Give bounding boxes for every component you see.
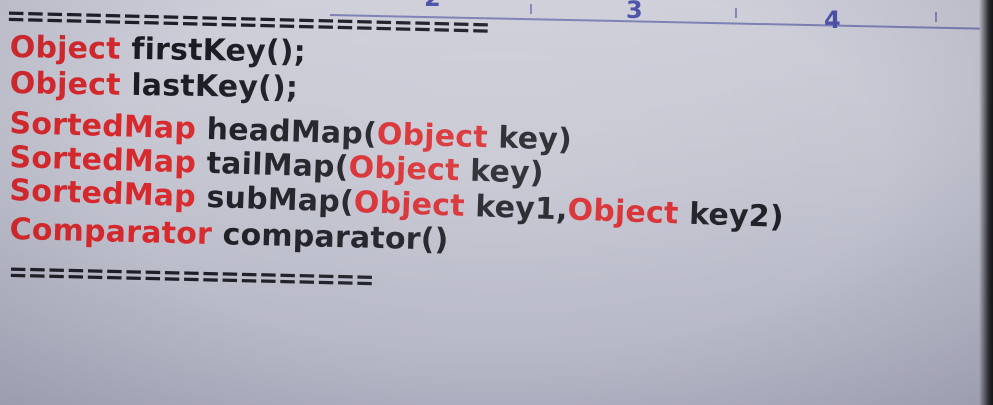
return-type: Object [9,66,121,103]
return-type: SortedMap [8,173,197,215]
method-name: tailMap( [195,145,350,186]
method-name: subMap( [195,179,355,221]
method-signature: comparator() [211,216,449,258]
return-type: Object [9,30,121,67]
param-name: key1, [464,188,569,228]
code-line-lastkey: Object lastKey(); [9,66,299,106]
ruler-number-3: 3 [626,0,643,24]
param-type: Object [353,185,466,224]
code-line-firstkey: Object firstKey(); [9,30,307,70]
ruler-number-4: 4 [824,6,841,34]
param-name: key) [487,120,573,158]
ruler-tick [530,4,532,14]
param-type-2: Object [567,192,680,232]
param-name: key) [459,153,545,191]
return-type: Comparator [9,212,213,252]
separator-bottom: =================== [9,255,376,297]
param-name-2: key2) [677,196,785,236]
method-signature: lastKey(); [120,67,299,106]
ruler: 2 3 4 [329,0,980,34]
screen-edge [979,0,993,405]
ruler-tick [735,8,737,18]
param-type: Object [376,116,489,156]
param-type: Object [348,150,461,189]
ruler-number-2: 2 [424,0,441,10]
method-signature: firstKey(); [120,31,307,70]
ruler-tick [935,12,937,22]
code-line-comparator: Comparator comparator() [9,212,449,258]
